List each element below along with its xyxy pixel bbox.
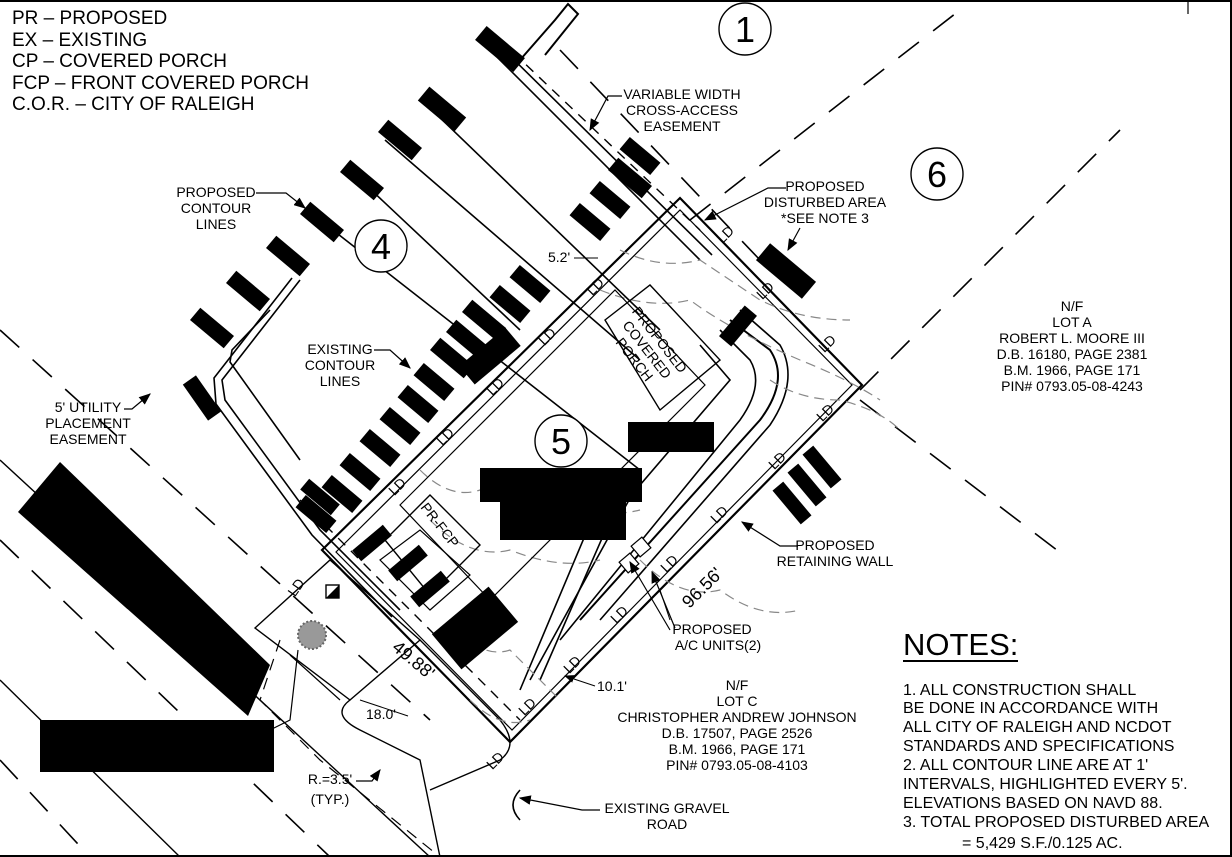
proposed-contour-lines: [213, 43, 789, 691]
svg-text:R.=3.5': R.=3.5': [308, 771, 352, 787]
front-porch-outline: [384, 494, 481, 597]
svg-text:DISTURBED AREA: DISTURBED AREA: [764, 194, 887, 210]
svg-text:ROBERT L. MOORE III: ROBERT L. MOORE III: [999, 330, 1145, 346]
svg-text:ROAD: ROAD: [647, 816, 687, 832]
dimension-5-2: 5.2': [548, 249, 570, 265]
legend-item: C.O.R. – CITY OF RALEIGH: [12, 94, 254, 115]
svg-text:CONTOUR: CONTOUR: [305, 357, 376, 373]
note-line: INTERVALS, HIGHLIGHTED EVERY 5'.: [903, 776, 1188, 793]
label-utility-easement: 5' UTILITY PLACEMENT EASEMENT: [45, 393, 151, 447]
svg-text:EXISTING: EXISTING: [307, 341, 372, 357]
svg-text:LOT C: LOT C: [717, 693, 758, 709]
legend-item: FCP – FRONT COVERED PORCH: [12, 73, 309, 94]
svg-text:PIN# 0793.05-08-4103: PIN# 0793.05-08-4103: [666, 757, 808, 773]
note-line: 3. TOTAL PROPOSED DISTURBED AREA: [903, 814, 1209, 831]
svg-text:LD: LD: [284, 575, 307, 599]
lot-marker-1: 1: [718, 2, 772, 56]
svg-text:LINES: LINES: [320, 373, 360, 389]
legend-item: EX – EXISTING: [12, 30, 147, 51]
svg-text:A/C UNITS(2): A/C UNITS(2): [675, 637, 761, 653]
adjacent-lot-a: N/F LOT A ROBERT L. MOORE III D.B. 16180…: [997, 298, 1148, 394]
svg-text:LD: LD: [483, 374, 507, 398]
tree-callout: [269, 649, 299, 731]
lot-marker-6: 6: [910, 147, 964, 201]
tree-icon: [297, 620, 327, 650]
svg-text:EASEMENT: EASEMENT: [643, 118, 720, 134]
svg-text:B.M. 1966, PAGE 171: B.M. 1966, PAGE 171: [1004, 362, 1141, 378]
redacted-street-label: [18, 462, 270, 716]
redacted-marks: [18, 26, 842, 772]
dimension-10-1: 10.1': [597, 678, 627, 694]
svg-text:EASEMENT: EASEMENT: [49, 431, 126, 447]
label-existing-contour-lines: EXISTING CONTOUR LINES: [305, 341, 411, 389]
svg-text:LOT A: LOT A: [1052, 314, 1092, 330]
adjacent-lot-c: N/F LOT C CHRISTOPHER ANDREW JOHNSON D.B…: [617, 677, 856, 773]
svg-text:LD: LD: [583, 274, 607, 298]
label-radius: R.=3.5' (TYP.): [308, 769, 381, 807]
svg-text:PROPOSED: PROPOSED: [785, 178, 864, 194]
svg-text:EXISTING GRAVEL: EXISTING GRAVEL: [605, 800, 730, 816]
note-line: ALL CITY OF RALEIGH AND NCDOT: [903, 719, 1172, 736]
svg-text:LD: LD: [753, 278, 777, 302]
legend-item: CP – COVERED PORCH: [12, 51, 227, 72]
svg-text:(TYP.): (TYP.): [311, 791, 350, 807]
svg-text:B.M. 1966, PAGE 171: B.M. 1966, PAGE 171: [669, 741, 806, 757]
svg-text:RETAINING WALL: RETAINING WALL: [777, 553, 894, 569]
svg-text:PROPOSED: PROPOSED: [672, 621, 751, 637]
svg-text:LD: LD: [535, 324, 559, 348]
lot-number: 6: [927, 154, 947, 195]
svg-text:VARIABLE WIDTH: VARIABLE WIDTH: [623, 86, 740, 102]
svg-text:LD: LD: [433, 424, 457, 448]
dimension-18-0: 18.0': [366, 706, 396, 722]
svg-text:PROPOSED: PROPOSED: [795, 537, 874, 553]
note-line: BE DONE IN ACCORDANCE WITH: [903, 700, 1158, 717]
svg-text:5' UTILITY: 5' UTILITY: [55, 399, 122, 415]
legend-item: PR – PROPOSED: [12, 8, 167, 29]
svg-text:LINES: LINES: [196, 216, 236, 232]
svg-text:CONTOUR: CONTOUR: [181, 200, 252, 216]
utility-box-fill: [326, 585, 339, 598]
lot-marker-5: 5: [534, 414, 588, 468]
label-disturbed-area: PROPOSED DISTURBED AREA *SEE NOTE 3: [703, 178, 887, 252]
svg-text:N/F: N/F: [1061, 298, 1084, 314]
notes-title: NOTES:: [903, 627, 1018, 662]
label-pr-fcp: PR-FCP: [418, 500, 463, 551]
svg-text:D.B. 17507, PAGE 2526: D.B. 17507, PAGE 2526: [662, 725, 813, 741]
svg-text:LD: LD: [385, 474, 409, 498]
lot-number: 5: [551, 421, 571, 462]
lot-number: 4: [371, 226, 391, 267]
svg-text:LD: LD: [560, 652, 584, 676]
label-gravel-road: EXISTING GRAVEL ROAD: [512, 789, 730, 832]
svg-text:*SEE NOTE 3: *SEE NOTE 3: [781, 210, 869, 226]
label-proposed-contour-lines: PROPOSED CONTOUR LINES: [176, 184, 306, 232]
ac-unit-icon: [630, 536, 652, 558]
lot-marker-4: 4: [354, 219, 408, 273]
ac-unit-icon: [618, 552, 640, 574]
lot-lines: [299, 0, 1189, 744]
svg-text:PROPOSED: PROPOSED: [176, 184, 255, 200]
svg-text:N/F: N/F: [726, 677, 749, 693]
legend: PR – PROPOSED EX – EXISTING CP – COVERED…: [12, 8, 309, 115]
note-line: 1. ALL CONSTRUCTION SHALL: [903, 682, 1136, 699]
dimension-96-56: 96.56': [678, 563, 726, 611]
note-line: ELEVATIONS BASED ON NAVD 88.: [903, 795, 1163, 812]
svg-text:D.B. 16180, PAGE 2381: D.B. 16180, PAGE 2381: [997, 346, 1148, 362]
svg-text:PIN# 0793.05-08-4243: PIN# 0793.05-08-4243: [1001, 378, 1143, 394]
note-line: = 5,429 S.F./0.125 AC.: [962, 835, 1123, 852]
svg-text:LD: LD: [713, 222, 737, 246]
covered-porch-outline: [604, 284, 722, 412]
label-covered-porch: PROPOSED COVERED PORCH: [613, 303, 691, 384]
note-line: STANDARDS AND SPECIFICATIONS: [903, 738, 1174, 755]
label-cross-access-easement: VARIABLE WIDTH CROSS-ACCESS EASEMENT: [589, 86, 741, 134]
lot-number: 1: [735, 9, 755, 50]
svg-text:LD: LD: [483, 748, 507, 772]
label-retaining-wall: PROPOSED RETAINING WALL: [740, 521, 894, 569]
svg-text:PLACEMENT: PLACEMENT: [45, 415, 131, 431]
svg-text:CROSS-ACCESS: CROSS-ACCESS: [626, 102, 738, 118]
svg-text:CHRISTOPHER ANDREW JOHNSON: CHRISTOPHER ANDREW JOHNSON: [617, 709, 856, 725]
note-line: 2. ALL CONTOUR LINE ARE AT 1': [903, 757, 1148, 774]
proposed-house: [379, 284, 722, 611]
notes-block: NOTES: 1. ALL CONSTRUCTION SHALL BE DONE…: [903, 627, 1209, 852]
